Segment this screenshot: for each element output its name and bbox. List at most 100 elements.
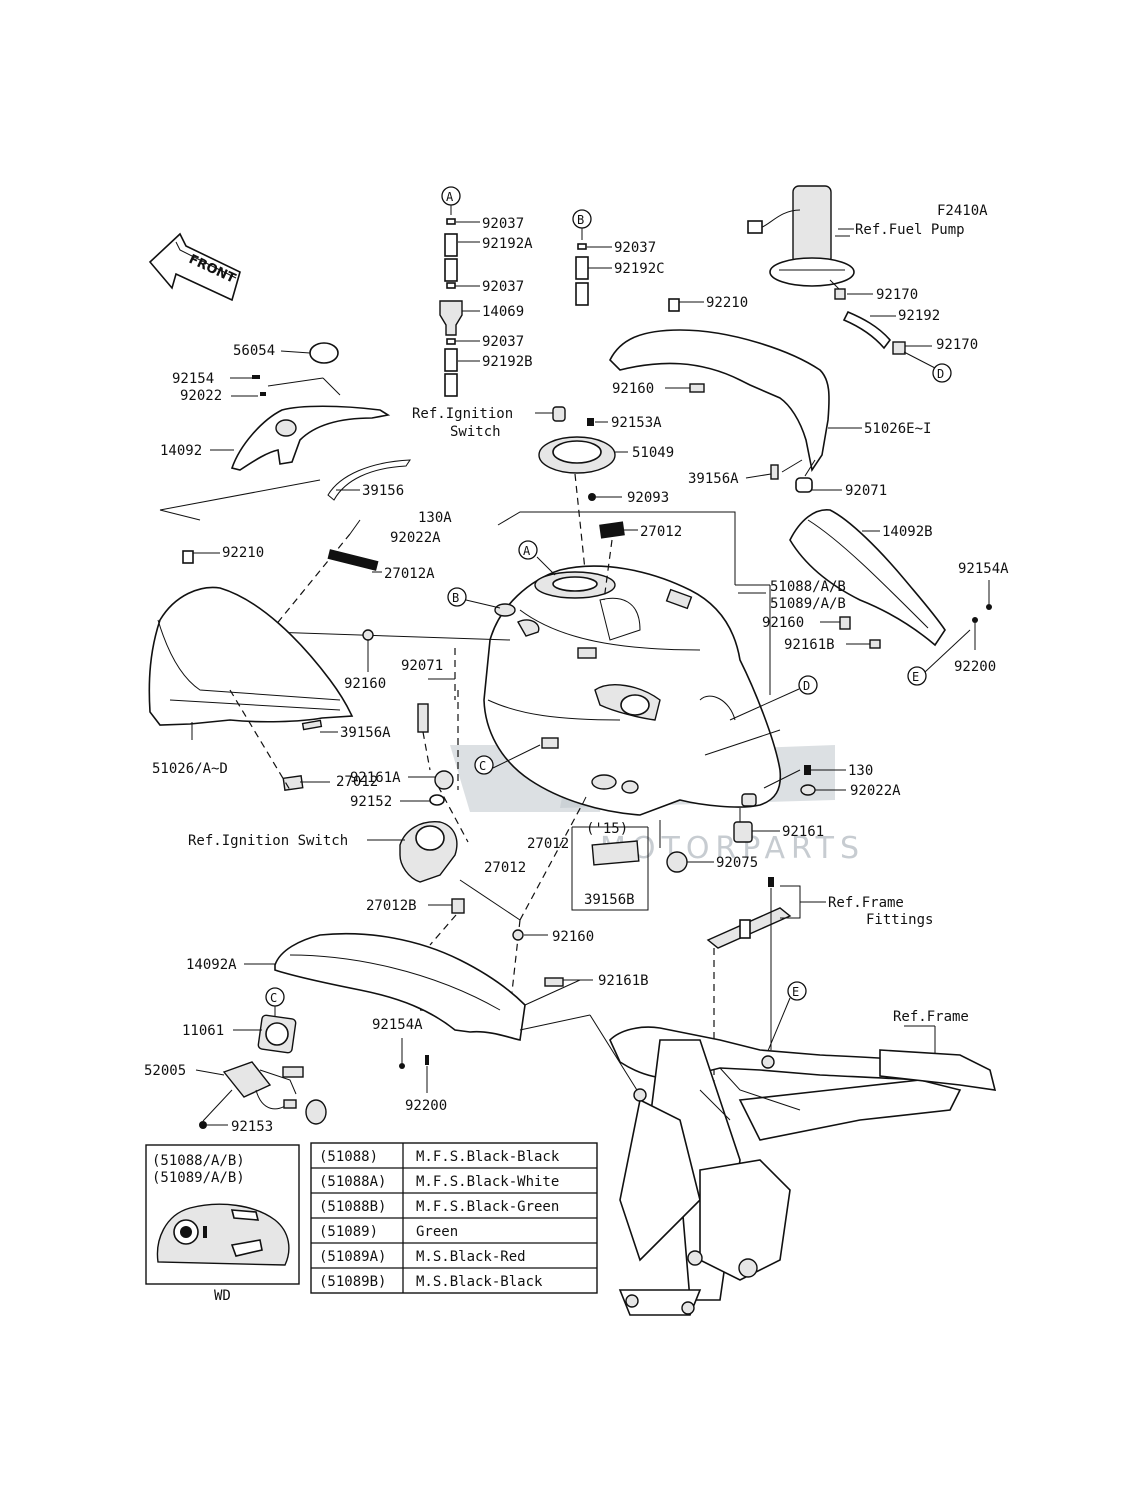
- callout-letter: A: [523, 544, 531, 558]
- label-92170: 92170: [876, 287, 918, 303]
- label-92161a: 92161A: [350, 770, 401, 786]
- bolt-130-icon: [804, 765, 811, 775]
- table-row: (51088) M.F.S.Black-Black: [319, 1149, 560, 1165]
- label-39156a: 39156A: [688, 471, 739, 487]
- label-92160: 92160: [552, 929, 594, 945]
- label-27012b: 27012B: [366, 898, 417, 914]
- label-15: ('15): [586, 821, 628, 837]
- fuel-tank: [447, 521, 818, 816]
- label-92022a: 92022A: [390, 530, 441, 546]
- label-51026e-i: 51026E~I: [864, 421, 931, 437]
- right-side-cover: [609, 298, 862, 493]
- frame-rear-icon: [879, 1049, 997, 1091]
- panel-14092b: [789, 509, 992, 686]
- label-92210: 92210: [222, 545, 264, 561]
- breather-hose-stack-b: [572, 209, 612, 306]
- fuel-pump-body-icon: [792, 185, 832, 265]
- label-92200: 92200: [405, 1098, 447, 1114]
- table-row: (51089A) M.S.Black-Red: [319, 1249, 526, 1265]
- label-39156: 39156: [362, 483, 404, 499]
- fuel-pump: [747, 185, 952, 383]
- upper-left-cover: [210, 342, 411, 501]
- fuel-sender: [195, 987, 327, 1129]
- table-row: (51089B) M.S.Black-Black: [319, 1274, 543, 1290]
- inset-wd-label: WD: [214, 1288, 231, 1304]
- label-92037: 92037: [482, 334, 524, 350]
- damper-icon: [795, 477, 813, 493]
- label-14069: 14069: [482, 304, 524, 320]
- o-ring-icon: [309, 342, 339, 364]
- label-14092: 14092: [160, 443, 202, 459]
- hose-icon: [575, 256, 589, 280]
- table-color: M.F.S.Black-White: [416, 1174, 559, 1190]
- table-code: (51088B): [319, 1199, 386, 1215]
- clip-icon: [668, 298, 680, 312]
- label-92154a: 92154A: [958, 561, 1009, 577]
- label-14092b: 14092B: [882, 524, 933, 540]
- callout-letter: D: [803, 679, 810, 693]
- label-14092a: 14092A: [186, 957, 237, 973]
- trim-39156-icon: [327, 459, 411, 501]
- hose-icon: [444, 373, 458, 397]
- grommet-icon: [362, 629, 374, 641]
- color-table: (51088) M.F.S.Black-Black (51088A) M.F.S…: [310, 1142, 598, 1294]
- bolt-icon: [552, 406, 566, 422]
- grommet-icon: [839, 616, 851, 630]
- table-color: M.S.Black-Black: [416, 1274, 543, 1290]
- hose-icon: [444, 233, 458, 257]
- hose-icon: [575, 282, 589, 306]
- label-92192a: 92192A: [482, 236, 533, 252]
- panel-14092a: [244, 898, 641, 1096]
- callout-a-tank: [518, 540, 538, 560]
- label-130a: 130A: [418, 510, 452, 526]
- table-color: Green: [416, 1224, 458, 1240]
- table-code: (51088A): [319, 1174, 386, 1190]
- connector-icon: [747, 220, 763, 234]
- clip-icon: [182, 550, 194, 564]
- panel-14092b-icon: [789, 509, 946, 647]
- label-56054: 56054: [233, 343, 275, 359]
- label-51026-a-d: 51026/A~D: [152, 761, 228, 777]
- callout-b-tank: [447, 587, 467, 607]
- ref-frame-fittings-2: Fittings: [866, 912, 933, 928]
- label-27012a-icon: [327, 549, 379, 571]
- cover-51026e-icon: [609, 329, 830, 473]
- grommet-92160-icon: [512, 929, 524, 941]
- label-130: 130: [848, 763, 873, 779]
- label-27012-icon: [599, 521, 625, 539]
- callout-letter: A: [446, 190, 454, 204]
- table-row: (51088A) M.F.S.Black-White: [319, 1174, 559, 1190]
- label-39156a: 39156A: [340, 725, 391, 741]
- label-27012: 27012: [336, 774, 378, 790]
- label-92153a: 92153A: [611, 415, 662, 431]
- table-row: (51089) Green: [319, 1224, 458, 1240]
- trim-39156a-icon: [301, 719, 323, 731]
- damper-92071-icon: [417, 703, 429, 733]
- callout-c-tank: [474, 755, 494, 775]
- label-27012: 27012: [527, 836, 569, 852]
- fuel-cap-assembly: [535, 406, 628, 571]
- clip-92161b-icon: [544, 977, 564, 987]
- label-92037: 92037: [482, 216, 524, 232]
- label-39156b-icon: [591, 840, 640, 866]
- cover-14092-icon: [230, 405, 391, 471]
- front-arrow: FRONT: [148, 232, 241, 302]
- label-92210: 92210: [706, 295, 748, 311]
- washer-icon: [800, 784, 816, 796]
- trim-icon: [770, 464, 779, 480]
- label-92154: 92154: [172, 371, 214, 387]
- label-92071: 92071: [401, 658, 443, 674]
- table-code: (51088): [319, 1149, 378, 1165]
- label-39156b: 39156B: [584, 892, 635, 908]
- callout-letter: B: [452, 591, 459, 605]
- callout-e-right: [907, 666, 927, 686]
- diagram-id: F2410A: [937, 203, 988, 219]
- ref-frame: Ref.Frame: [893, 1009, 969, 1025]
- label-92022a: 92022A: [850, 783, 901, 799]
- damper-92161-icon: [733, 821, 753, 843]
- label-92075: 92075: [716, 855, 758, 871]
- clamp-icon: [446, 218, 456, 225]
- label-92192c: 92192C: [614, 261, 665, 277]
